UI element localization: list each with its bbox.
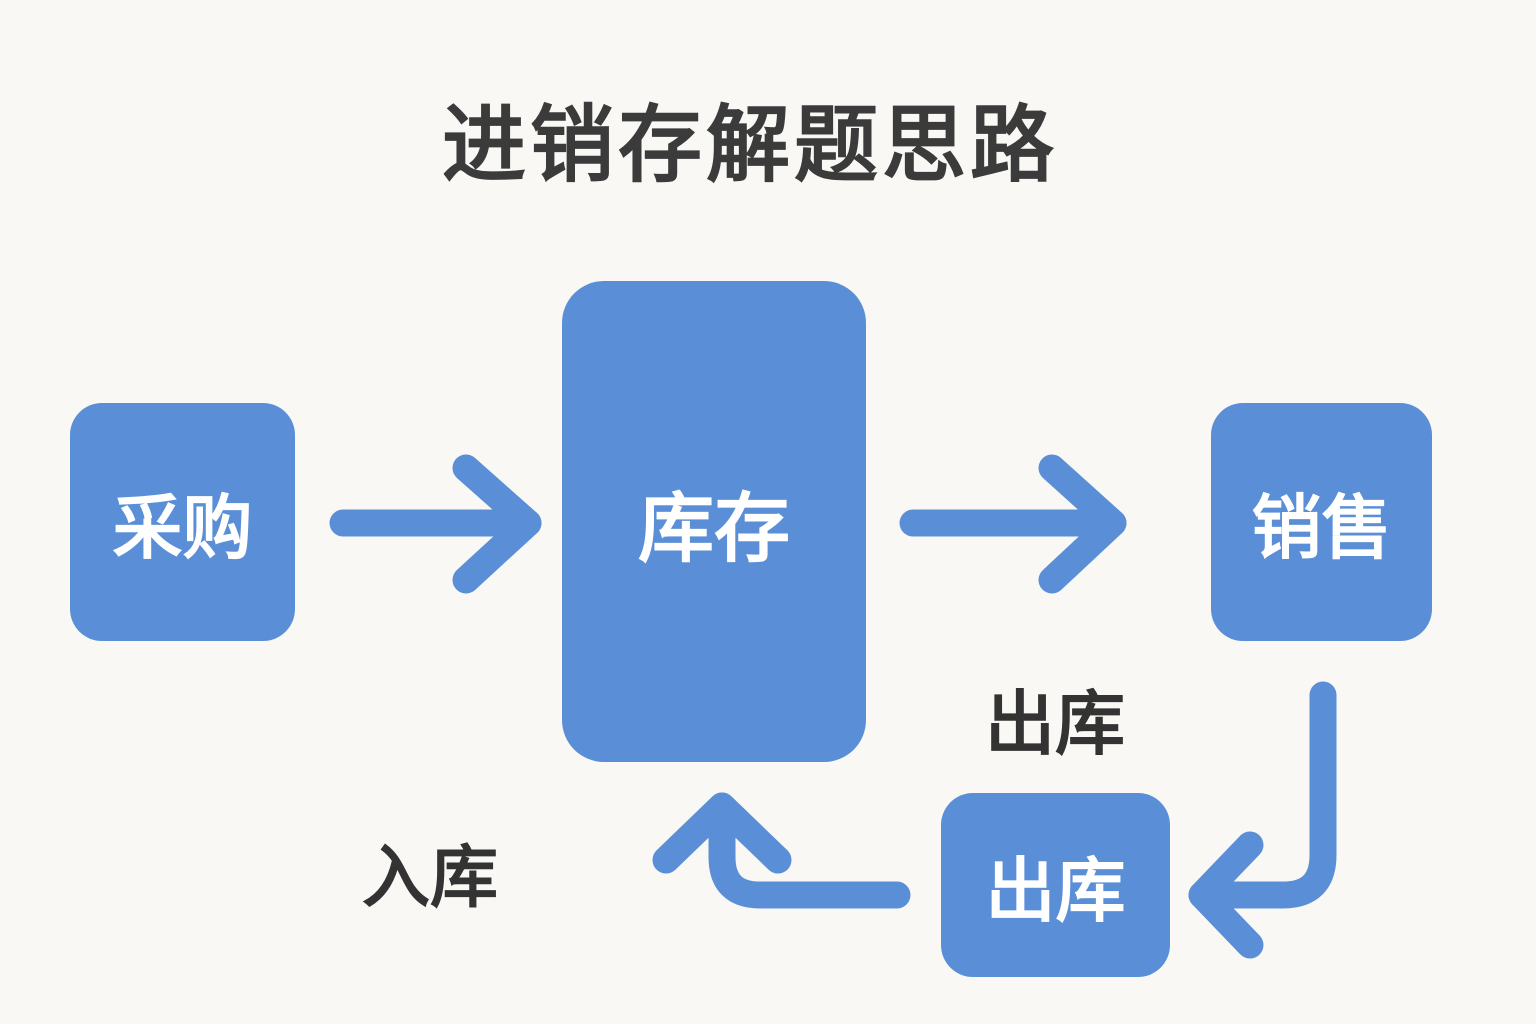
node-purchase-label: 采购	[112, 486, 253, 569]
arrow-inventory-to-sales	[899, 454, 1127, 594]
arrow-purchase-to-inventory	[329, 454, 542, 594]
label-outbound: 出库	[985, 683, 1125, 765]
node-outbound-label: 出库	[985, 849, 1126, 932]
label-inbound: 入库	[362, 839, 499, 918]
node-inventory: 库存	[562, 281, 866, 762]
node-purchase: 采购	[70, 403, 295, 641]
diagram-title: 进销存解题思路	[441, 96, 1058, 194]
node-sales-label: 销售	[1251, 486, 1392, 569]
arrow-sales-to-outbound	[1188, 681, 1337, 959]
arrow-outbound-to-inventory	[652, 792, 911, 909]
node-inventory-label: 库存	[638, 483, 790, 573]
node-sales: 销售	[1211, 403, 1432, 641]
node-outbound: 出库	[941, 793, 1170, 977]
